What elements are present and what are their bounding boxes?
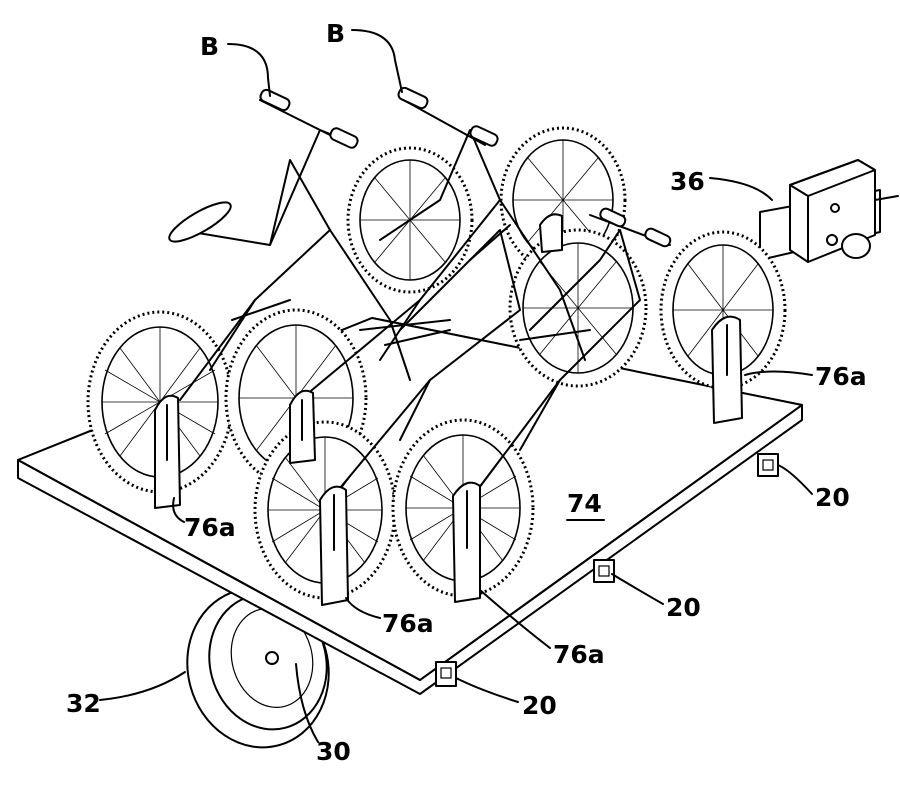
support-rail-front [436, 662, 456, 686]
wheel-stand [453, 483, 480, 602]
label-wheel: 32 [66, 689, 101, 718]
label-bike-2: B [326, 19, 345, 48]
label-axle: 30 [316, 737, 351, 766]
wheel-stand [540, 214, 562, 252]
hitch-assembly [760, 160, 898, 262]
label-stand-front-right: 76a [553, 640, 605, 669]
wheel-stand [712, 317, 742, 423]
label-support-mid: 20 [666, 593, 701, 622]
support-rail-mid [594, 560, 614, 582]
support-rail-right [758, 454, 778, 476]
label-stand-left: 76a [184, 513, 236, 542]
label-support-right: 20 [815, 483, 850, 512]
wheel-stand [155, 396, 180, 508]
wheel-stand [320, 487, 348, 605]
label-bike-1: B [200, 32, 219, 61]
label-support-front: 20 [522, 691, 557, 720]
label-platform: 74 [567, 489, 602, 518]
label-stand-right: 76a [815, 362, 867, 391]
label-hitch: 36 [670, 167, 705, 196]
label-stand-front-left: 76a [382, 609, 434, 638]
wheel-stand [290, 391, 315, 463]
